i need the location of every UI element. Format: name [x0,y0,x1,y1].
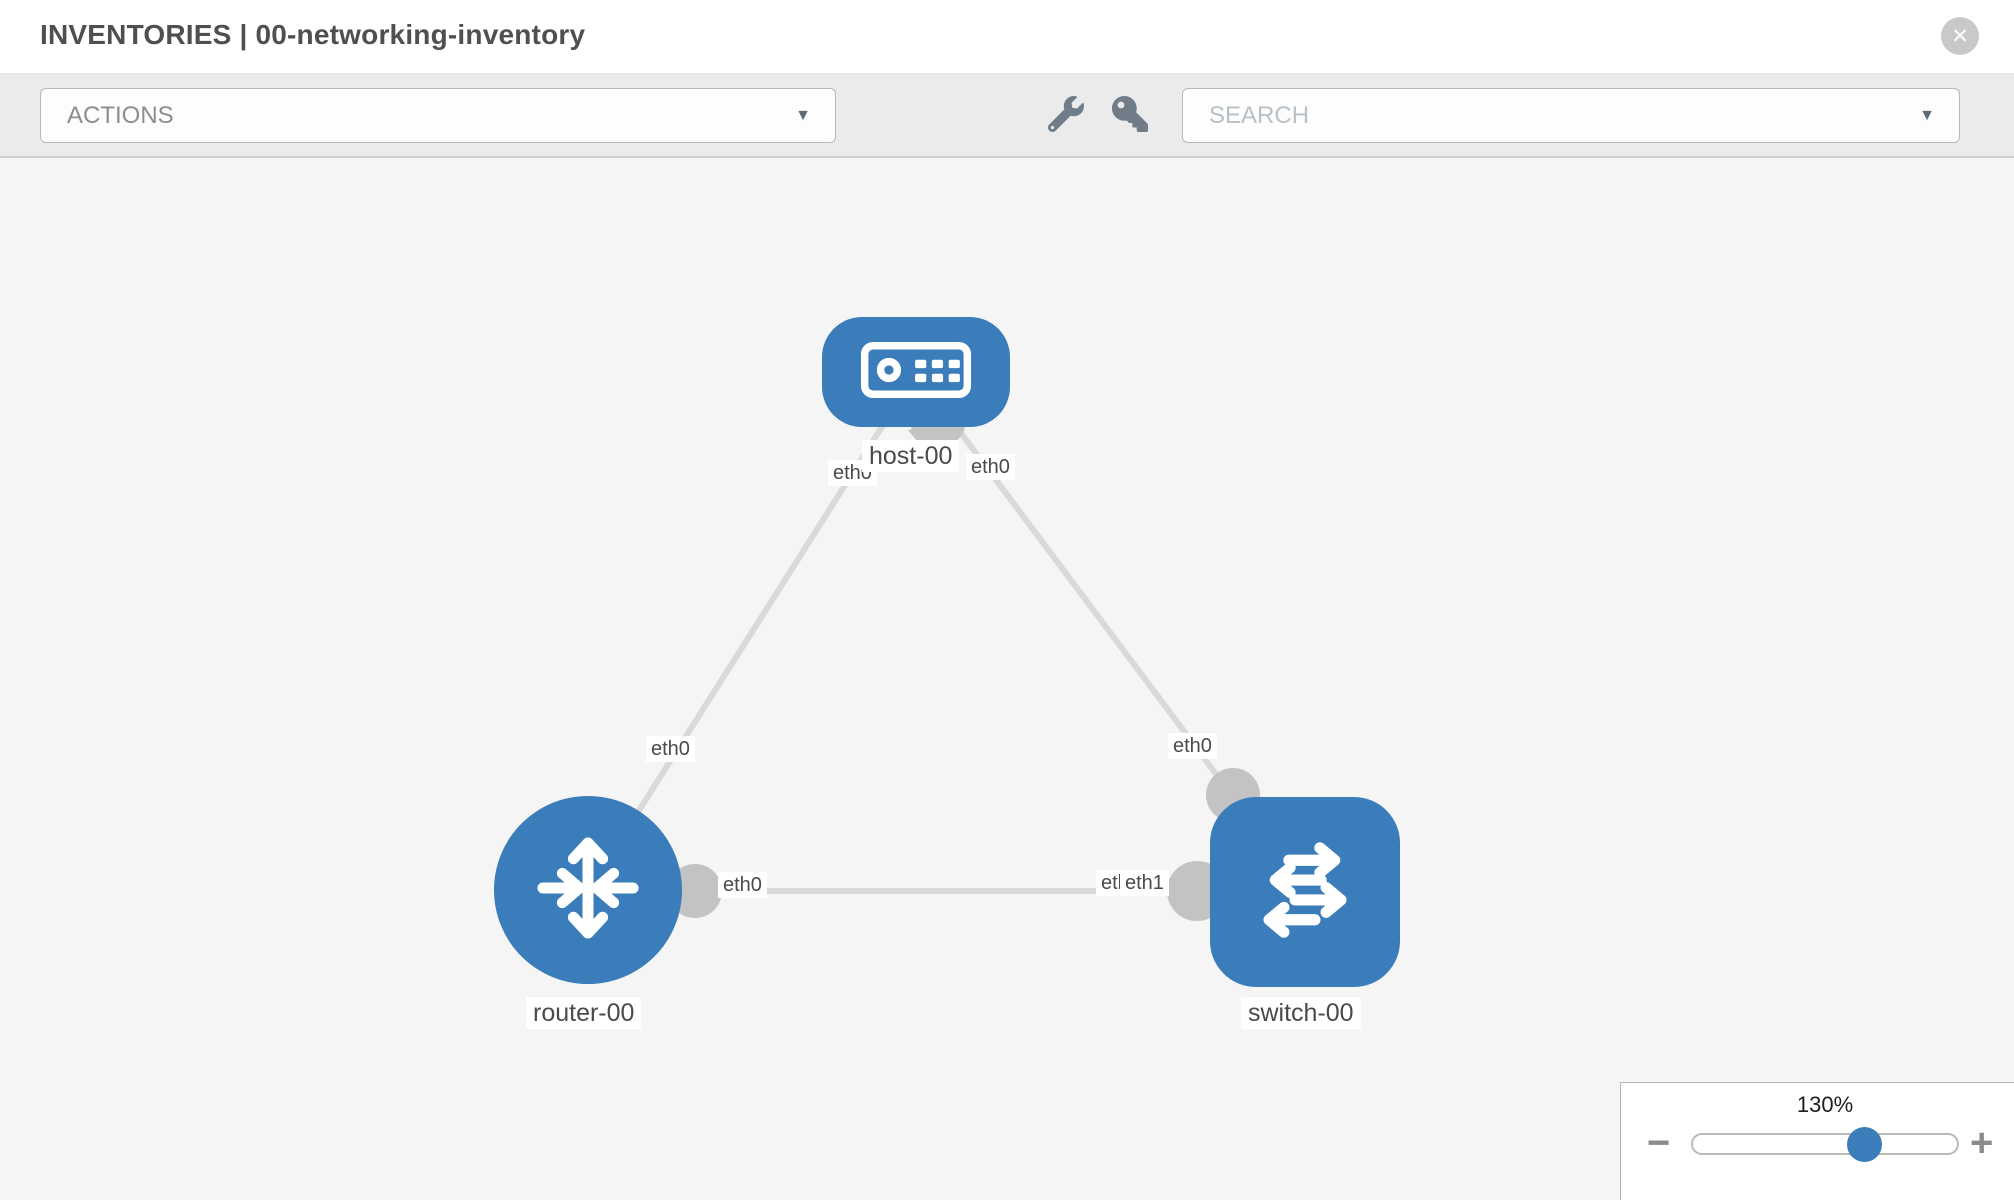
link-host-router[interactable] [585,371,919,893]
links-layer [585,371,1308,921]
zoom-level-value: 130% [1796,1092,1854,1117]
node-label-switch-00: switch-00 [1241,997,1361,1029]
actions-dropdown[interactable]: ACTIONS ▼ [40,88,836,143]
iface-label-router-eth0-top: eth0 [646,736,695,762]
chevron-down-icon: ▼ [1919,106,1935,124]
toolbar: ACTIONS ▼ ▼ [0,74,2014,158]
wrench-icon [1047,95,1084,137]
header-bar: INVENTORIES | 00-networking-inventory ✕ [0,0,2014,74]
actions-dropdown-label: ACTIONS [67,101,174,129]
router-port[interactable] [668,864,722,918]
configure-button[interactable] [1044,95,1088,137]
node-label-host-00: host-00 [862,440,960,472]
zoom-slider-thumb[interactable] [1847,1127,1882,1162]
switch-icon [1243,828,1367,957]
chevron-down-icon: ▼ [795,106,811,124]
iface-label-switch-eth0-top: eth0 [1168,733,1217,759]
node-router-00[interactable] [494,796,682,984]
topology-canvas[interactable]: host-00 router-00 switch-00 eth0 eth0 et… [0,158,2014,1200]
zoom-in-button[interactable]: + [1970,1121,1994,1165]
close-icon: ✕ [1951,24,1969,48]
node-host-00[interactable] [822,317,1010,427]
credentials-button[interactable] [1108,95,1152,137]
zoom-slider-track[interactable] [1691,1133,1959,1155]
node-label-router-00: router-00 [526,997,642,1029]
iface-label-router-eth0-right: eth0 [718,872,767,898]
search-input[interactable] [1183,101,1883,130]
page-title: INVENTORIES | 00-networking-inventory [40,19,586,50]
router-icon [527,827,649,954]
host-icon [860,339,972,406]
zoom-control-panel: 130% − + [1620,1082,2014,1200]
zoom-out-button[interactable]: − [1647,1121,1671,1165]
close-button[interactable]: ✕ [1941,17,1979,55]
key-icon [1112,95,1148,137]
topology-ports [668,392,1260,921]
iface-label-host-eth0-right: eth0 [966,454,1015,480]
node-switch-00[interactable] [1210,797,1400,987]
search-dropdown[interactable]: ▼ [1182,88,1960,143]
iface-label-switch-eth1: eth1 [1120,870,1169,896]
